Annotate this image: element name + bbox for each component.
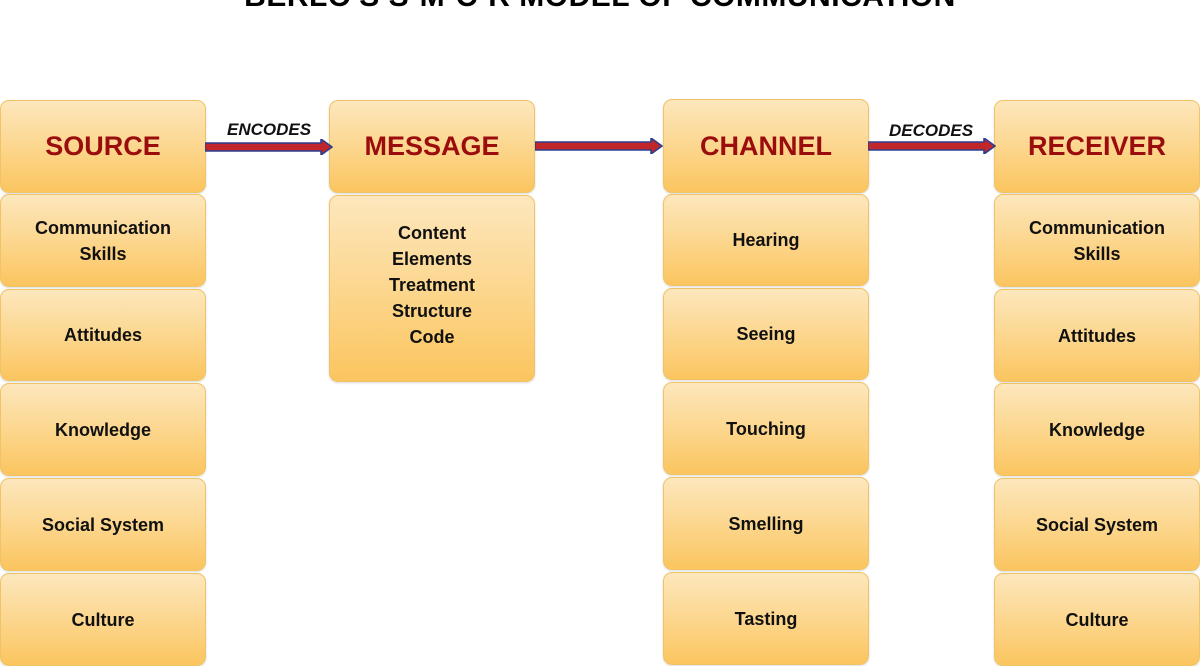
receiver-item-label: Knowledge xyxy=(1048,419,1145,440)
channel-item-touching: Touching xyxy=(663,382,869,475)
receiver-item-label: Culture xyxy=(1065,609,1129,630)
receiver-item-label: Social System xyxy=(1035,514,1159,535)
receiver-item-communication-skills: Communication Skills xyxy=(994,194,1200,287)
message-item-code: Code xyxy=(409,327,455,347)
channel-item-label: Hearing xyxy=(732,230,800,250)
source-item-label: Attitudes xyxy=(64,325,142,345)
source-item-label: Knowledge xyxy=(54,419,151,440)
receiver-header-label: RECEIVER xyxy=(1027,131,1167,161)
channel-item-seeing: Seeing xyxy=(663,288,869,380)
receiver-item-attitudes: Attitudes xyxy=(994,289,1200,382)
source-item-label: Culture xyxy=(71,609,135,630)
message-header: MESSAGE xyxy=(329,100,535,193)
source-item-social-system: Social System xyxy=(0,478,206,571)
source-item-label: Communication Skills xyxy=(34,217,171,264)
message-item-content: Content xyxy=(398,223,466,243)
arrow-source-to-message xyxy=(205,139,333,155)
receiver-item-social-system: Social System xyxy=(994,478,1200,571)
message-header-label: MESSAGE xyxy=(364,131,500,161)
message-item-list: Content Elements Treatment Structure Cod… xyxy=(389,220,475,350)
channel-header-label: CHANNEL xyxy=(700,130,832,161)
receiver-item-culture: Culture xyxy=(994,573,1200,666)
source-header-label: SOURCE xyxy=(45,131,161,161)
message-item-structure: Structure xyxy=(391,301,472,321)
channel-item-label: Tasting xyxy=(734,608,798,629)
source-header: SOURCE xyxy=(0,100,206,193)
message-item-elements: Elements xyxy=(391,249,473,269)
decodes-label: DECODES xyxy=(889,121,974,140)
message-item-treatment: Treatment xyxy=(388,275,476,295)
encodes-label: ENCODES xyxy=(227,120,312,139)
receiver-header: RECEIVER xyxy=(994,100,1200,193)
receiver-item-label: Attitudes xyxy=(1058,325,1136,346)
diagram-title: BERLO'S S-M-C-R MODEL OF COMMUNICATION xyxy=(0,0,1200,14)
channel-item-label: Touching xyxy=(726,418,806,439)
source-item-culture: Culture xyxy=(0,573,206,666)
channel-header: CHANNEL xyxy=(663,99,869,193)
channel-item-smelling: Smelling xyxy=(663,477,869,570)
channel-item-label: Seeing xyxy=(736,324,796,344)
channel-item-hearing: Hearing xyxy=(663,194,869,286)
message-items-box: Content Elements Treatment Structure Cod… xyxy=(329,195,535,382)
source-item-attitudes: Attitudes xyxy=(0,289,206,381)
receiver-item-knowledge: Knowledge xyxy=(994,383,1200,476)
source-item-label: Social System xyxy=(41,514,165,535)
source-item-communication-skills: Communication Skills xyxy=(0,194,206,287)
channel-item-tasting: Tasting xyxy=(663,572,869,665)
arrow-channel-to-receiver xyxy=(868,138,996,154)
arrow-message-to-channel xyxy=(535,138,663,154)
receiver-item-label: Communication Skills xyxy=(1028,217,1165,264)
source-item-knowledge: Knowledge xyxy=(0,383,206,476)
channel-item-label: Smelling xyxy=(728,513,804,534)
